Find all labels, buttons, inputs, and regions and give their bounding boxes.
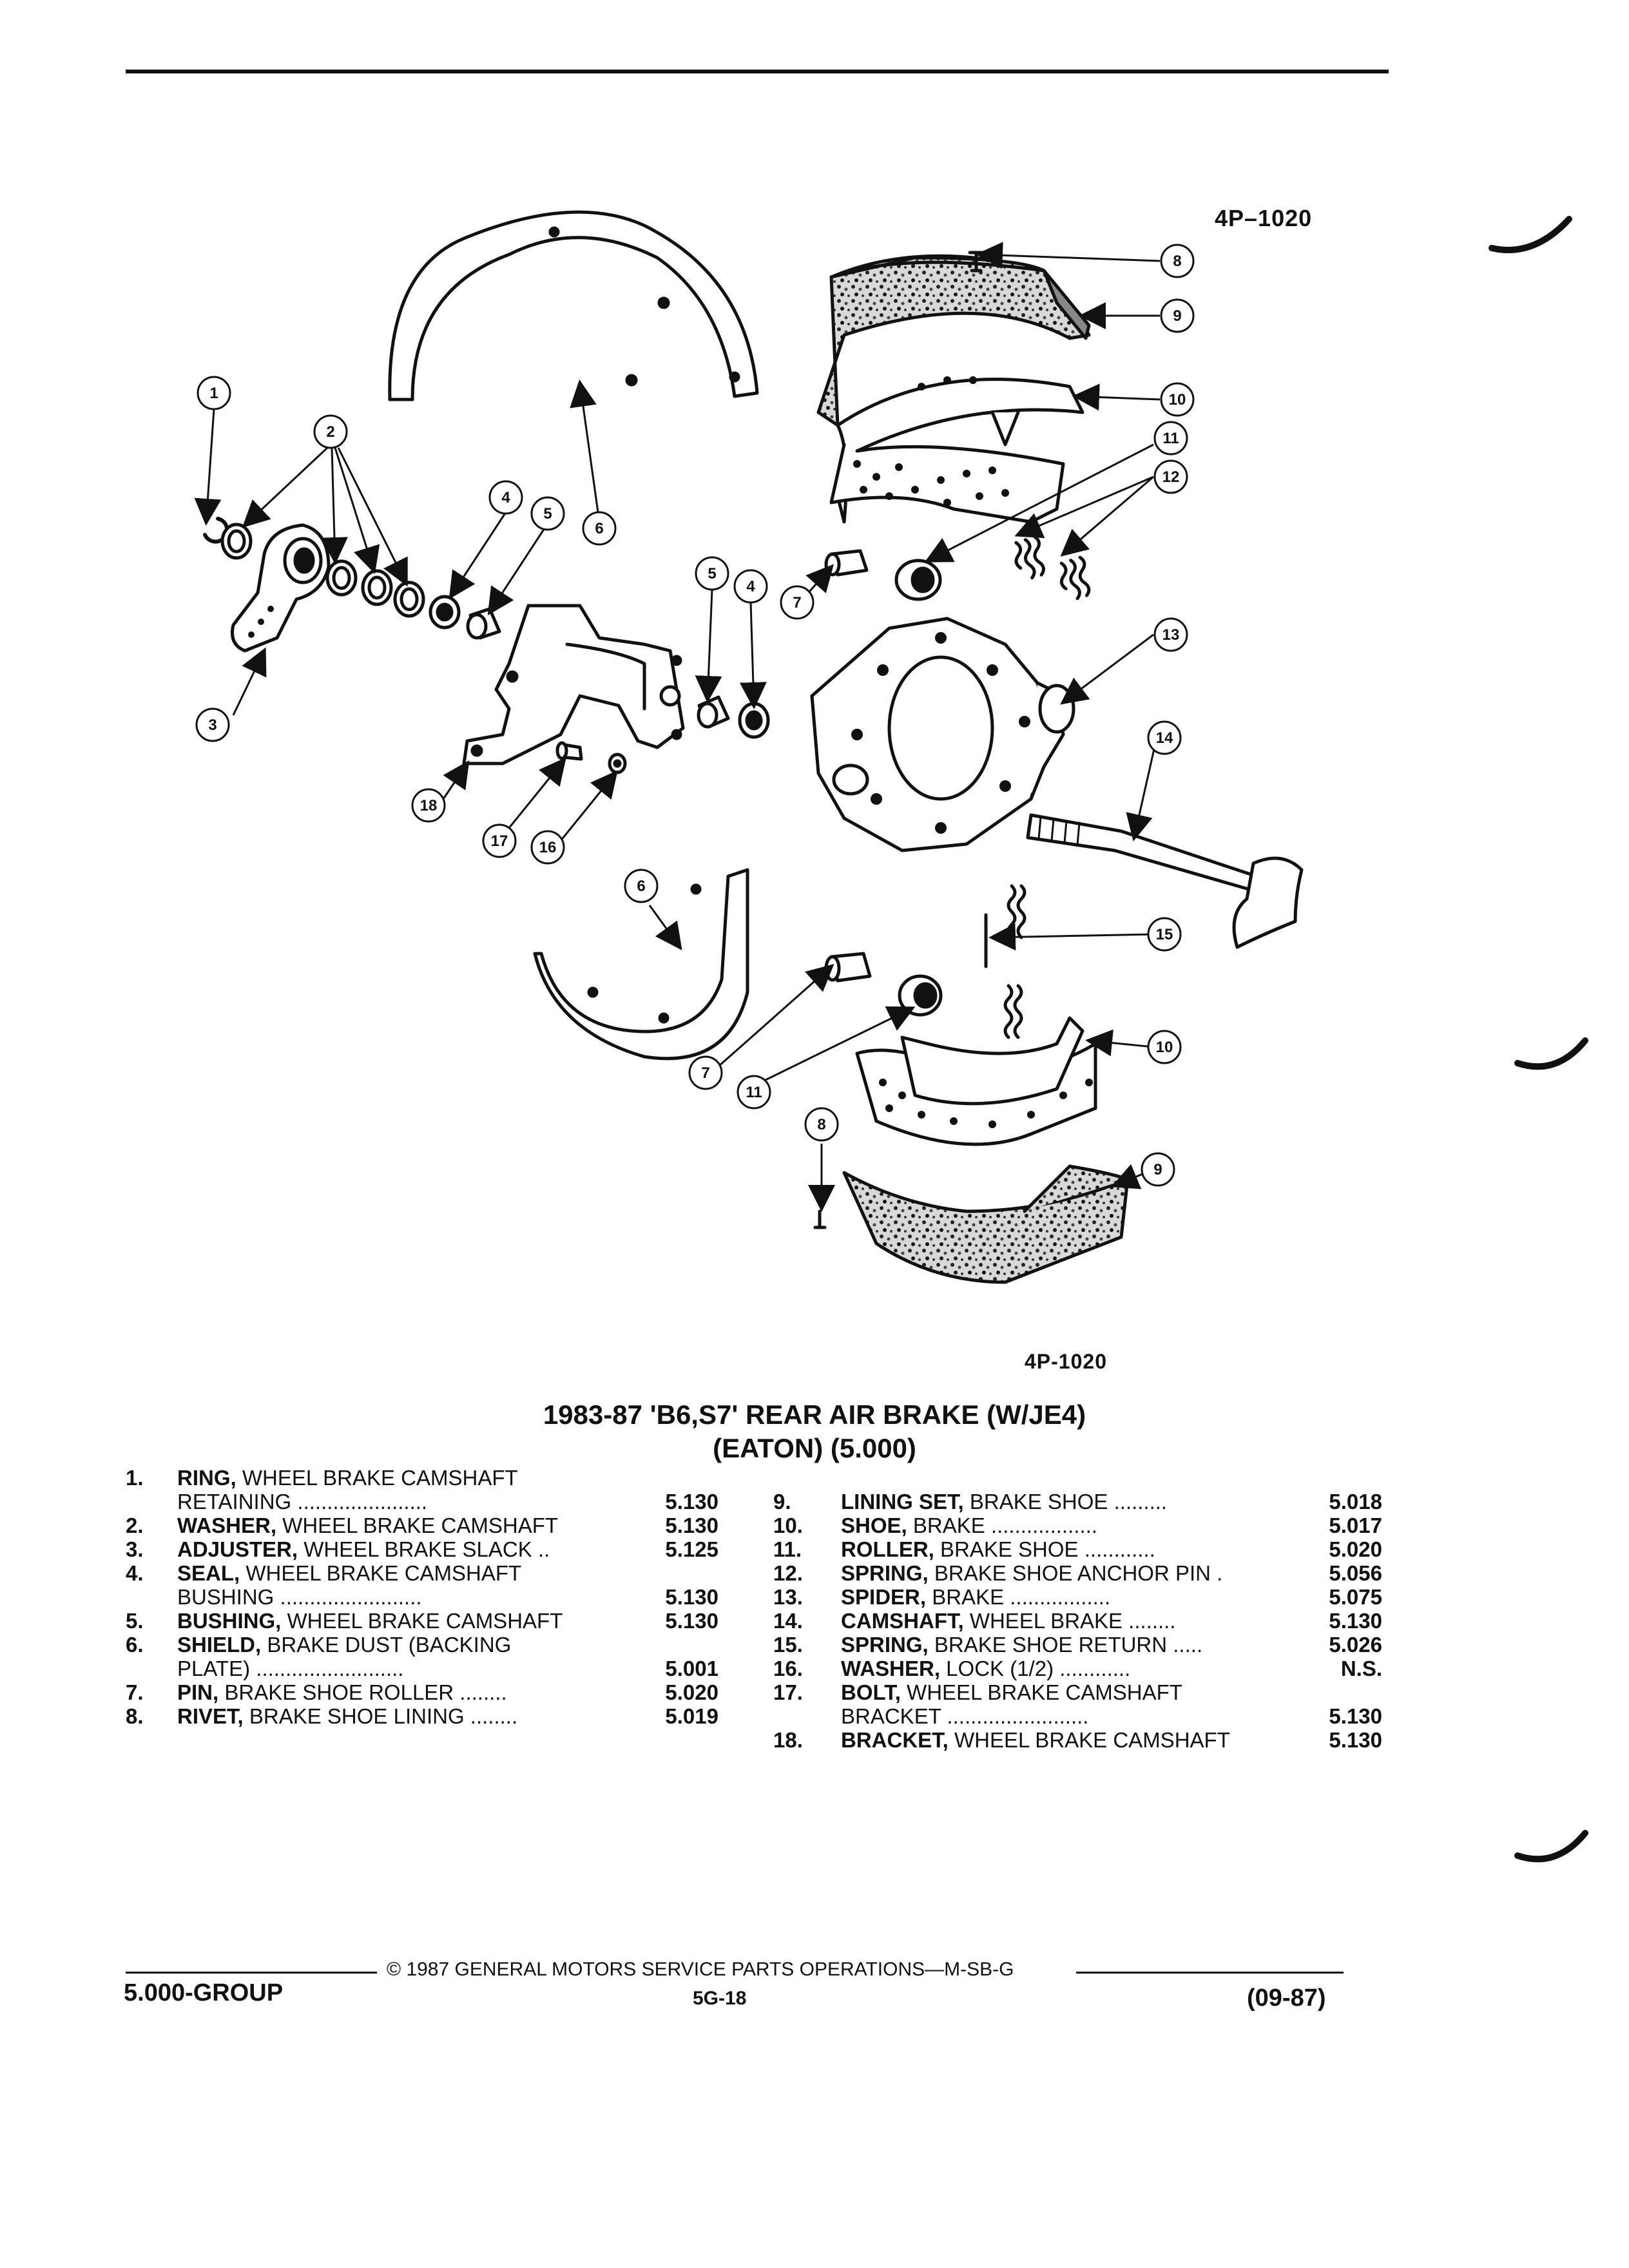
legend-row: RETAINING ......................5.130 xyxy=(177,1490,718,1514)
legend-right: 9.LINING SET, BRAKE SHOE .........5.018 … xyxy=(773,1490,1382,1752)
callout-label: 18 xyxy=(420,797,438,814)
legend-row: 16.WASHER, LOCK (1/2) ............N.S. xyxy=(773,1657,1382,1680)
legend-row: 11.ROLLER, BRAKE SHOE ............5.020 xyxy=(773,1537,1382,1561)
footer-page: 5G-18 xyxy=(693,1988,747,2009)
legend-row: 15.SPRING, BRAKE SHOE RETURN .....5.026 xyxy=(773,1633,1382,1657)
callout-label: 9 xyxy=(1173,307,1181,325)
callout-label: 13 xyxy=(1162,626,1180,644)
callout-label: 6 xyxy=(595,520,603,537)
figure-id-top: 4P–1020 xyxy=(1215,205,1313,231)
legend-row: 4.SEAL, WHEEL BRAKE CAMSHAFT xyxy=(126,1561,522,1585)
callout-label: 17 xyxy=(491,832,508,850)
callout-label: 1 xyxy=(209,385,218,402)
legend-row: 1.RING, WHEEL BRAKE CAMSHAFT xyxy=(126,1466,518,1490)
margin-hook-mark xyxy=(1489,216,1572,253)
footer-rule-right xyxy=(1076,1972,1344,1974)
callout-label: 11 xyxy=(1162,430,1179,447)
figure-title-line2: (EATON) (5.000) xyxy=(713,1433,916,1463)
legend-row: 7.PIN, BRAKE SHOE ROLLER ........5.020 xyxy=(126,1680,718,1704)
callout-label: 4 xyxy=(501,489,510,506)
legend-row: BRACKET ........................5.130 xyxy=(841,1704,1382,1728)
legend-row: 9.LINING SET, BRAKE SHOE .........5.018 xyxy=(773,1490,1382,1514)
legend-row: PLATE) .........................5.001 xyxy=(177,1657,718,1680)
legend-row: 14.CAMSHAFT, WHEEL BRAKE ........5.130 xyxy=(773,1609,1382,1633)
callout-label: 12 xyxy=(1162,468,1180,486)
callout-label: 14 xyxy=(1156,729,1173,747)
callout-label: 11 xyxy=(746,1084,762,1101)
callout-label: 2 xyxy=(326,423,334,441)
legend-row: 10.SHOE, BRAKE ..................5.017 xyxy=(773,1514,1382,1537)
legend-row: 12.SPRING, BRAKE SHOE ANCHOR PIN .5.056 xyxy=(773,1561,1382,1585)
callout-label: 7 xyxy=(701,1064,709,1082)
legend-row: BUSHING ........................5.130 xyxy=(177,1585,718,1609)
callout-label: 8 xyxy=(1173,253,1181,270)
legend-row: 3.ADJUSTER, WHEEL BRAKE SLACK ..5.125 xyxy=(126,1537,718,1561)
callout-label: 10 xyxy=(1156,1039,1173,1056)
top-rule xyxy=(126,70,1389,73)
callout-label: 15 xyxy=(1156,926,1173,943)
dust-shield-upper xyxy=(388,210,759,401)
legend-row: 6.SHIELD, BRAKE DUST (BACKING xyxy=(126,1633,512,1657)
callout-label: 10 xyxy=(1169,391,1186,408)
callout-label: 7 xyxy=(793,594,801,611)
footer-date: (09-87) xyxy=(1247,1984,1326,2012)
callout-label: 3 xyxy=(208,716,217,734)
callout-label: 4 xyxy=(746,578,755,595)
legend-row: 13.SPIDER, BRAKE .................5.075 xyxy=(773,1585,1382,1609)
legend-row: 8.RIVET, BRAKE SHOE LINING ........5.019 xyxy=(126,1704,718,1728)
legend-row: 17.BOLT, WHEEL BRAKE CAMSHAFT xyxy=(773,1680,1182,1704)
figure-title-line1: 1983-87 'B6,S7' REAR AIR BRAKE (W/JE4) xyxy=(543,1399,1086,1430)
legend-left: 1.RING, WHEEL BRAKE CAMSHAFT RETAINING .… xyxy=(126,1466,718,1728)
footer-copyright: © 1987 GENERAL MOTORS SERVICE PARTS OPER… xyxy=(387,1959,1014,1980)
callout-label: 8 xyxy=(817,1116,825,1133)
callout-label: 5 xyxy=(543,505,552,523)
callout-label: 6 xyxy=(637,878,645,895)
figure-id-bottom: 4P-1020 xyxy=(1025,1350,1107,1373)
callout-label: 9 xyxy=(1153,1161,1162,1178)
margin-hook-mark xyxy=(1514,1037,1588,1070)
brake-exploded-diagram: 8 9 10 11 12 13 14 15 10 9 8 1 2 3 4 5 6… xyxy=(194,210,1304,1284)
callout-label: 16 xyxy=(539,839,557,856)
footer-rule-left xyxy=(126,1972,377,1974)
callout-label: 5 xyxy=(708,565,716,582)
margin-hook-mark xyxy=(1514,1830,1588,1863)
footer-group: 5.000-GROUP xyxy=(124,1979,284,2006)
